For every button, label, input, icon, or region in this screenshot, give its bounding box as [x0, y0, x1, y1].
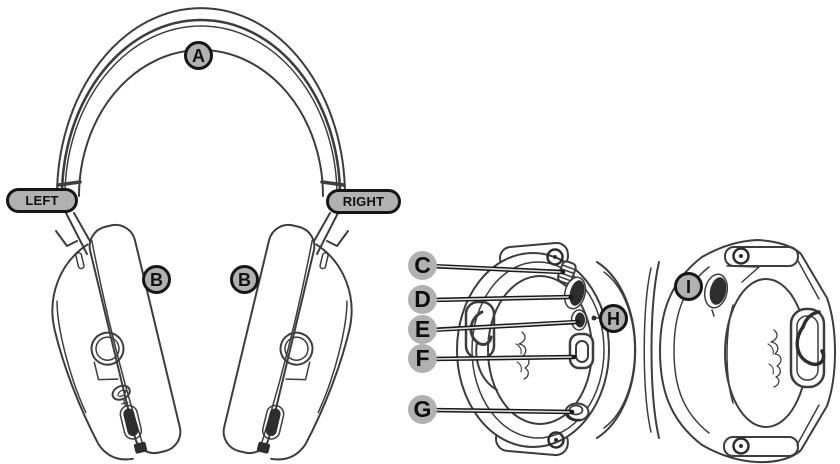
callout-e-badge: E: [408, 315, 437, 344]
screw-icon: [732, 437, 750, 455]
callout-b-right-earcup: B: [230, 265, 259, 294]
front-left-earcup: [51, 223, 182, 461]
bottom-port: [133, 441, 148, 454]
callout-g-badge: G: [408, 395, 437, 424]
top-slit: [75, 252, 85, 270]
callout-f-badge: F: [408, 344, 437, 373]
knurled-wheel: [556, 260, 577, 285]
side-right-earcup: [643, 239, 836, 464]
callout-leader-lines: [427, 263, 581, 415]
side-button: [703, 273, 729, 317]
bottom-port: [256, 441, 271, 454]
upper-oval-button: [563, 276, 587, 310]
callout-c-badge: C: [408, 251, 437, 280]
bottom-yoke-arm: [723, 436, 799, 457]
top-yoke-arm: [724, 246, 799, 267]
hook-clip: [789, 307, 826, 389]
callout-i-side-button: I: [674, 272, 703, 301]
swirl-button: [111, 384, 131, 401]
top-slit: [319, 252, 329, 270]
front-view-illustration: [51, 7, 353, 461]
mic-hole: [591, 315, 597, 321]
screw-icon: [732, 247, 750, 265]
round-dial: [279, 331, 314, 381]
side-left-earcup: [456, 241, 637, 457]
callout-a-headband: A: [184, 41, 213, 70]
right-slider-marker: RIGHT: [326, 189, 401, 214]
razer-logo-icon: [767, 329, 782, 388]
callout-b-left-earcup: B: [142, 265, 171, 294]
slider-button: [119, 404, 143, 440]
plus-mark: [121, 399, 129, 407]
usb-c-port: [568, 332, 595, 370]
screw-icon: [546, 248, 564, 266]
front-right-earcup: [222, 223, 353, 461]
left-slider-marker: LEFT: [6, 188, 78, 213]
side-view-illustration: [427, 239, 836, 464]
callout-d-badge: D: [408, 285, 437, 314]
screw-icon: [547, 431, 565, 449]
callout-h-mic-hole: H: [599, 304, 628, 333]
slider-button: [261, 404, 285, 440]
headband: [56, 7, 346, 198]
round-dial: [90, 331, 125, 381]
